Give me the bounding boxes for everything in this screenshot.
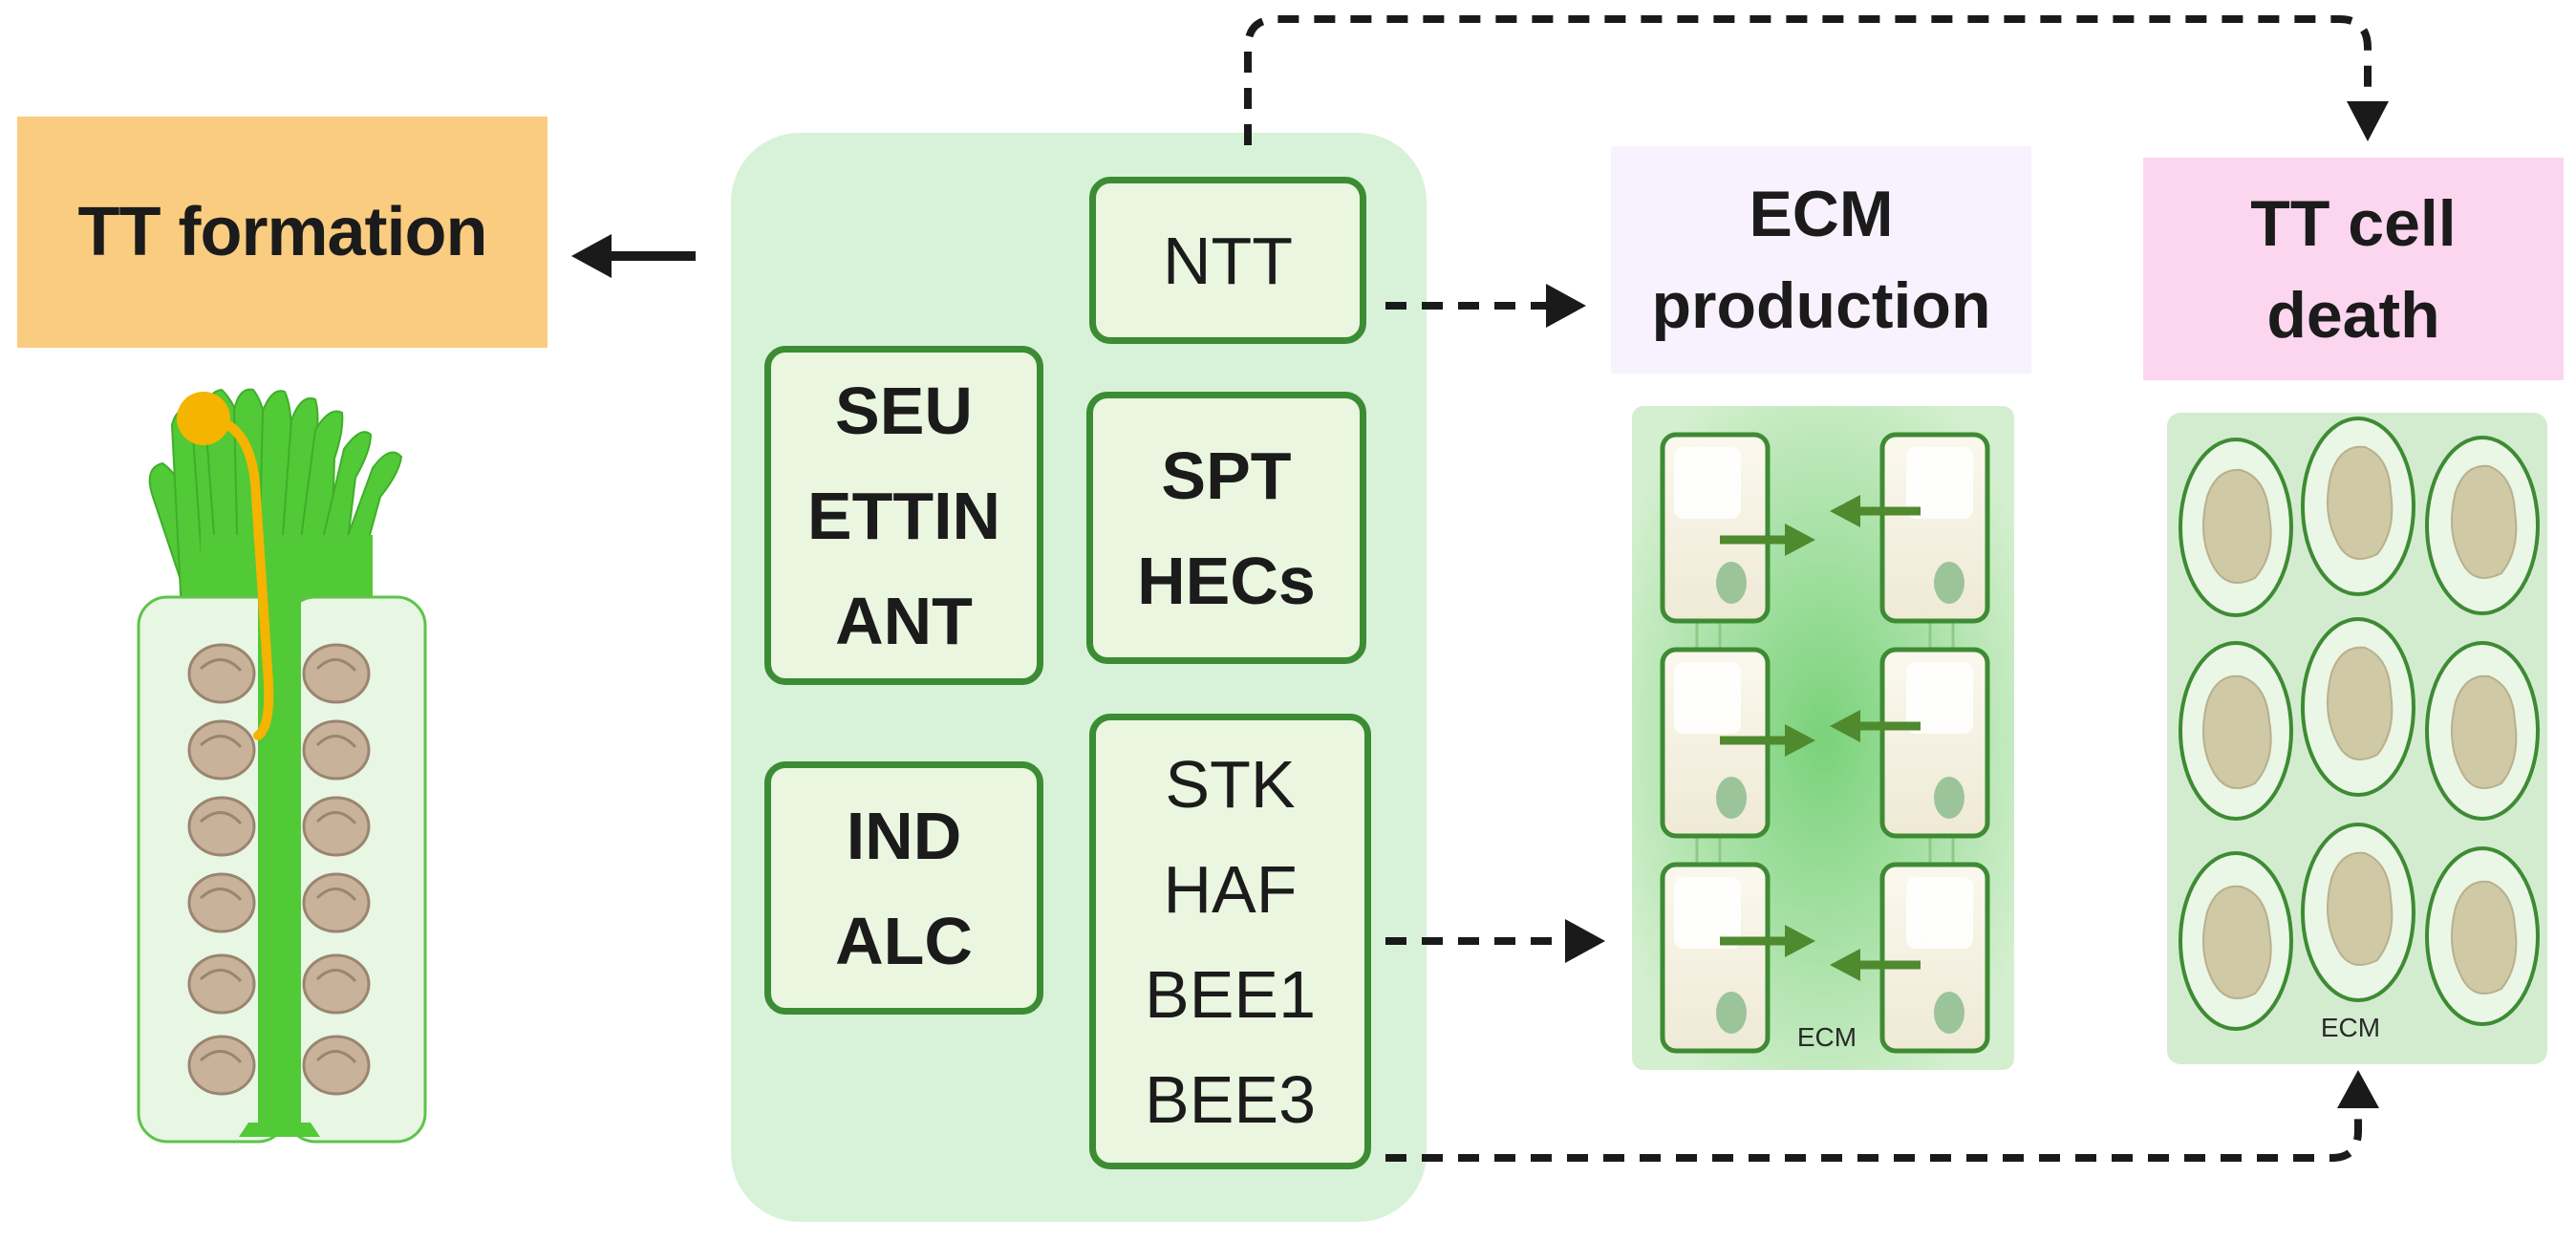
tt-cell-death-line-2: death (2266, 278, 2440, 352)
gene-bee3: BEE3 (1145, 1061, 1316, 1137)
arrow-ntt-to-ecm (1385, 284, 1586, 328)
gene-alc: ALC (835, 903, 973, 978)
ecm-production-cells (1632, 406, 2014, 1070)
tt-cell-death-line-1: TT cell (2250, 186, 2457, 260)
arrow-bottom-to-cell-death (1385, 1070, 2379, 1162)
gene-haf: HAF (1163, 851, 1298, 927)
gene-box-ind-alc: IND ALC (764, 761, 1043, 1015)
ecm-production-label: ECM production (1611, 146, 2031, 374)
ecm-label-production-panel: ECM (1796, 1022, 1857, 1052)
gene-ind: IND (846, 798, 962, 873)
arrow-to-tt-formation (571, 234, 696, 278)
tt-formation-text: TT formation (77, 194, 488, 270)
ecm-production-line-2: production (1651, 269, 1991, 342)
gene-stk: STK (1165, 746, 1296, 822)
gene-spt: SPT (1161, 438, 1292, 513)
gene-ant: ANT (835, 583, 973, 658)
tt-formation-label: TT formation (17, 117, 547, 348)
gene-box-spt-hecs: SPT HECs (1086, 392, 1366, 664)
gene-bee1: BEE1 (1145, 956, 1316, 1032)
ecm-label-death-panel: ECM (2320, 1013, 2381, 1042)
gene-box-stk-haf-bee: STK HAF BEE1 BEE3 (1089, 714, 1371, 1169)
gene-box-seu-ettin-ant: SEU ETTIN ANT (764, 346, 1043, 685)
cell-death-panel (2167, 413, 2547, 1064)
gene-seu: SEU (835, 373, 973, 448)
gene-box-ntt: NTT (1089, 177, 1366, 344)
gene-ntt: NTT (1162, 223, 1294, 298)
arrow-top-to-cell-death (1244, 15, 2389, 145)
gene-ettin: ETTIN (806, 478, 1001, 553)
arrow-stk-to-ecm-cells (1385, 919, 1605, 963)
pistil-illustration (137, 388, 427, 1144)
gene-hecs: HECs (1137, 543, 1316, 618)
tt-cell-death-label: TT cell death (2143, 158, 2564, 380)
ecm-production-line-1: ECM (1749, 178, 1894, 250)
